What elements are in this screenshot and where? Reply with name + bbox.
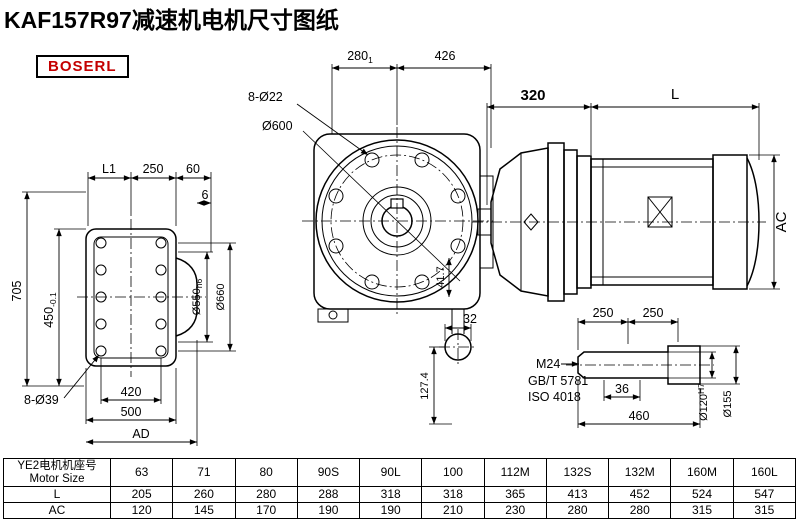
dim-120H7: Ø120H7: [696, 383, 710, 421]
table-cell: 63: [109, 458, 174, 487]
dim-600: Ø600: [262, 119, 293, 133]
header-en: Motor Size: [29, 472, 85, 485]
motor-size-table: YE2电机机座号 Motor Size 63 71 80 90S 90L 100…: [3, 458, 797, 519]
table-cell: 100: [421, 458, 485, 487]
dim-420: 420: [121, 385, 142, 399]
dim-426: 426: [435, 49, 456, 63]
dim-450: 450-0.1: [42, 292, 58, 328]
dim-ad: AD: [132, 427, 149, 441]
table-cell: 280: [545, 502, 610, 519]
header-cn: YE2电机机座号: [17, 459, 97, 472]
table-cell: 90S: [296, 458, 361, 487]
dim-250b: 250: [643, 306, 664, 320]
dim-155: Ø155: [722, 391, 734, 418]
table-header-row: YE2电机机座号 Motor Size 63 71 80 90S 90L 100…: [3, 458, 797, 487]
table-cell: 318: [359, 486, 423, 503]
table-cell: 413: [545, 486, 610, 503]
table-cell: 170: [234, 502, 298, 519]
row-label: L: [3, 486, 111, 503]
dim-460: 460: [629, 409, 650, 423]
boserl-logo: BOSERL: [36, 55, 129, 78]
shaft-end-view: 32 127.4: [419, 312, 477, 425]
dim-320: 320: [520, 87, 545, 104]
page-title: KAF157R97减速机电机尺寸图纸: [4, 7, 339, 33]
table-row-L: L 205 260 280 288 318 318 365 413 452 52…: [3, 486, 797, 503]
table-cell: 318: [421, 486, 485, 503]
dim-500: 500: [121, 405, 142, 419]
table-cell: 190: [296, 502, 361, 519]
table-cell: 90L: [359, 458, 423, 487]
dim-8-holes-22: 8-Ø22: [248, 90, 283, 104]
dim-41-7: 41.7: [435, 266, 447, 287]
table-cell: 315: [732, 502, 797, 519]
table-cell: 145: [172, 502, 236, 519]
dim-l1: L1: [102, 162, 116, 176]
table-cell: 71: [172, 458, 236, 487]
table-cell: 112M: [483, 458, 547, 487]
dim-8-holes-39: 8-Ø39: [24, 393, 59, 407]
table-cell: 210: [421, 502, 485, 519]
table-cell: 365: [483, 486, 547, 503]
dim-60: 60: [186, 162, 200, 176]
table-cell: 288: [296, 486, 361, 503]
dim-660: Ø660: [215, 284, 227, 311]
shaft-detail-view: 250 250 M24 GB/T 5781 ISO 4018 36 460 Ø1…: [528, 306, 740, 428]
table-header-motor-size: YE2电机机座号 Motor Size: [3, 458, 111, 487]
table-cell: 120: [109, 502, 174, 519]
flange-front-view: L1 250 60 6 705 450-0.1 8-Ø39 420 500: [10, 162, 236, 446]
table-cell: 132S: [545, 458, 610, 487]
table-cell: 280: [234, 486, 298, 503]
table-cell: 260: [172, 486, 236, 503]
table-cell: 524: [670, 486, 734, 503]
dim-6: 6: [202, 188, 209, 202]
table-cell: 160L: [732, 458, 797, 487]
table-cell: 160M: [670, 458, 734, 487]
table-cell: 132M: [608, 458, 672, 487]
motor-side-view: 320 L AC: [472, 86, 790, 302]
dim-36: 36: [615, 382, 629, 396]
dim-32: 32: [463, 312, 477, 326]
table-cell: 452: [608, 486, 672, 503]
table-cell: 547: [732, 486, 797, 503]
dim-AC: AC: [773, 211, 790, 232]
dim-250a: 250: [593, 306, 614, 320]
row-label: AC: [3, 502, 111, 519]
table-cell: 190: [359, 502, 423, 519]
dim-L: L: [671, 86, 679, 103]
gearbox-front-view: 8-Ø22 Ø600 2801 426 41.7: [248, 49, 494, 334]
table-cell: 80: [234, 458, 298, 487]
dim-127-4: 127.4: [419, 372, 431, 400]
label-m24: M24: [536, 357, 560, 371]
table-cell: 205: [109, 486, 174, 503]
table-cell: 315: [670, 502, 734, 519]
label-iso-4018: ISO 4018: [528, 390, 581, 404]
table-row-AC: AC 120 145 170 190 190 210 230 280 280 3…: [3, 502, 797, 519]
label-gbt-5781: GB/T 5781: [528, 374, 588, 388]
dim-250: 250: [143, 162, 164, 176]
table-cell: 280: [608, 502, 672, 519]
table-cell: 230: [483, 502, 547, 519]
dim-280: 2801: [347, 49, 373, 65]
technical-drawing: L1 250 60 6 705 450-0.1 8-Ø39 420 500: [10, 49, 790, 446]
dim-705: 705: [10, 281, 24, 302]
dim-550h6: Ø550h6: [191, 279, 204, 316]
